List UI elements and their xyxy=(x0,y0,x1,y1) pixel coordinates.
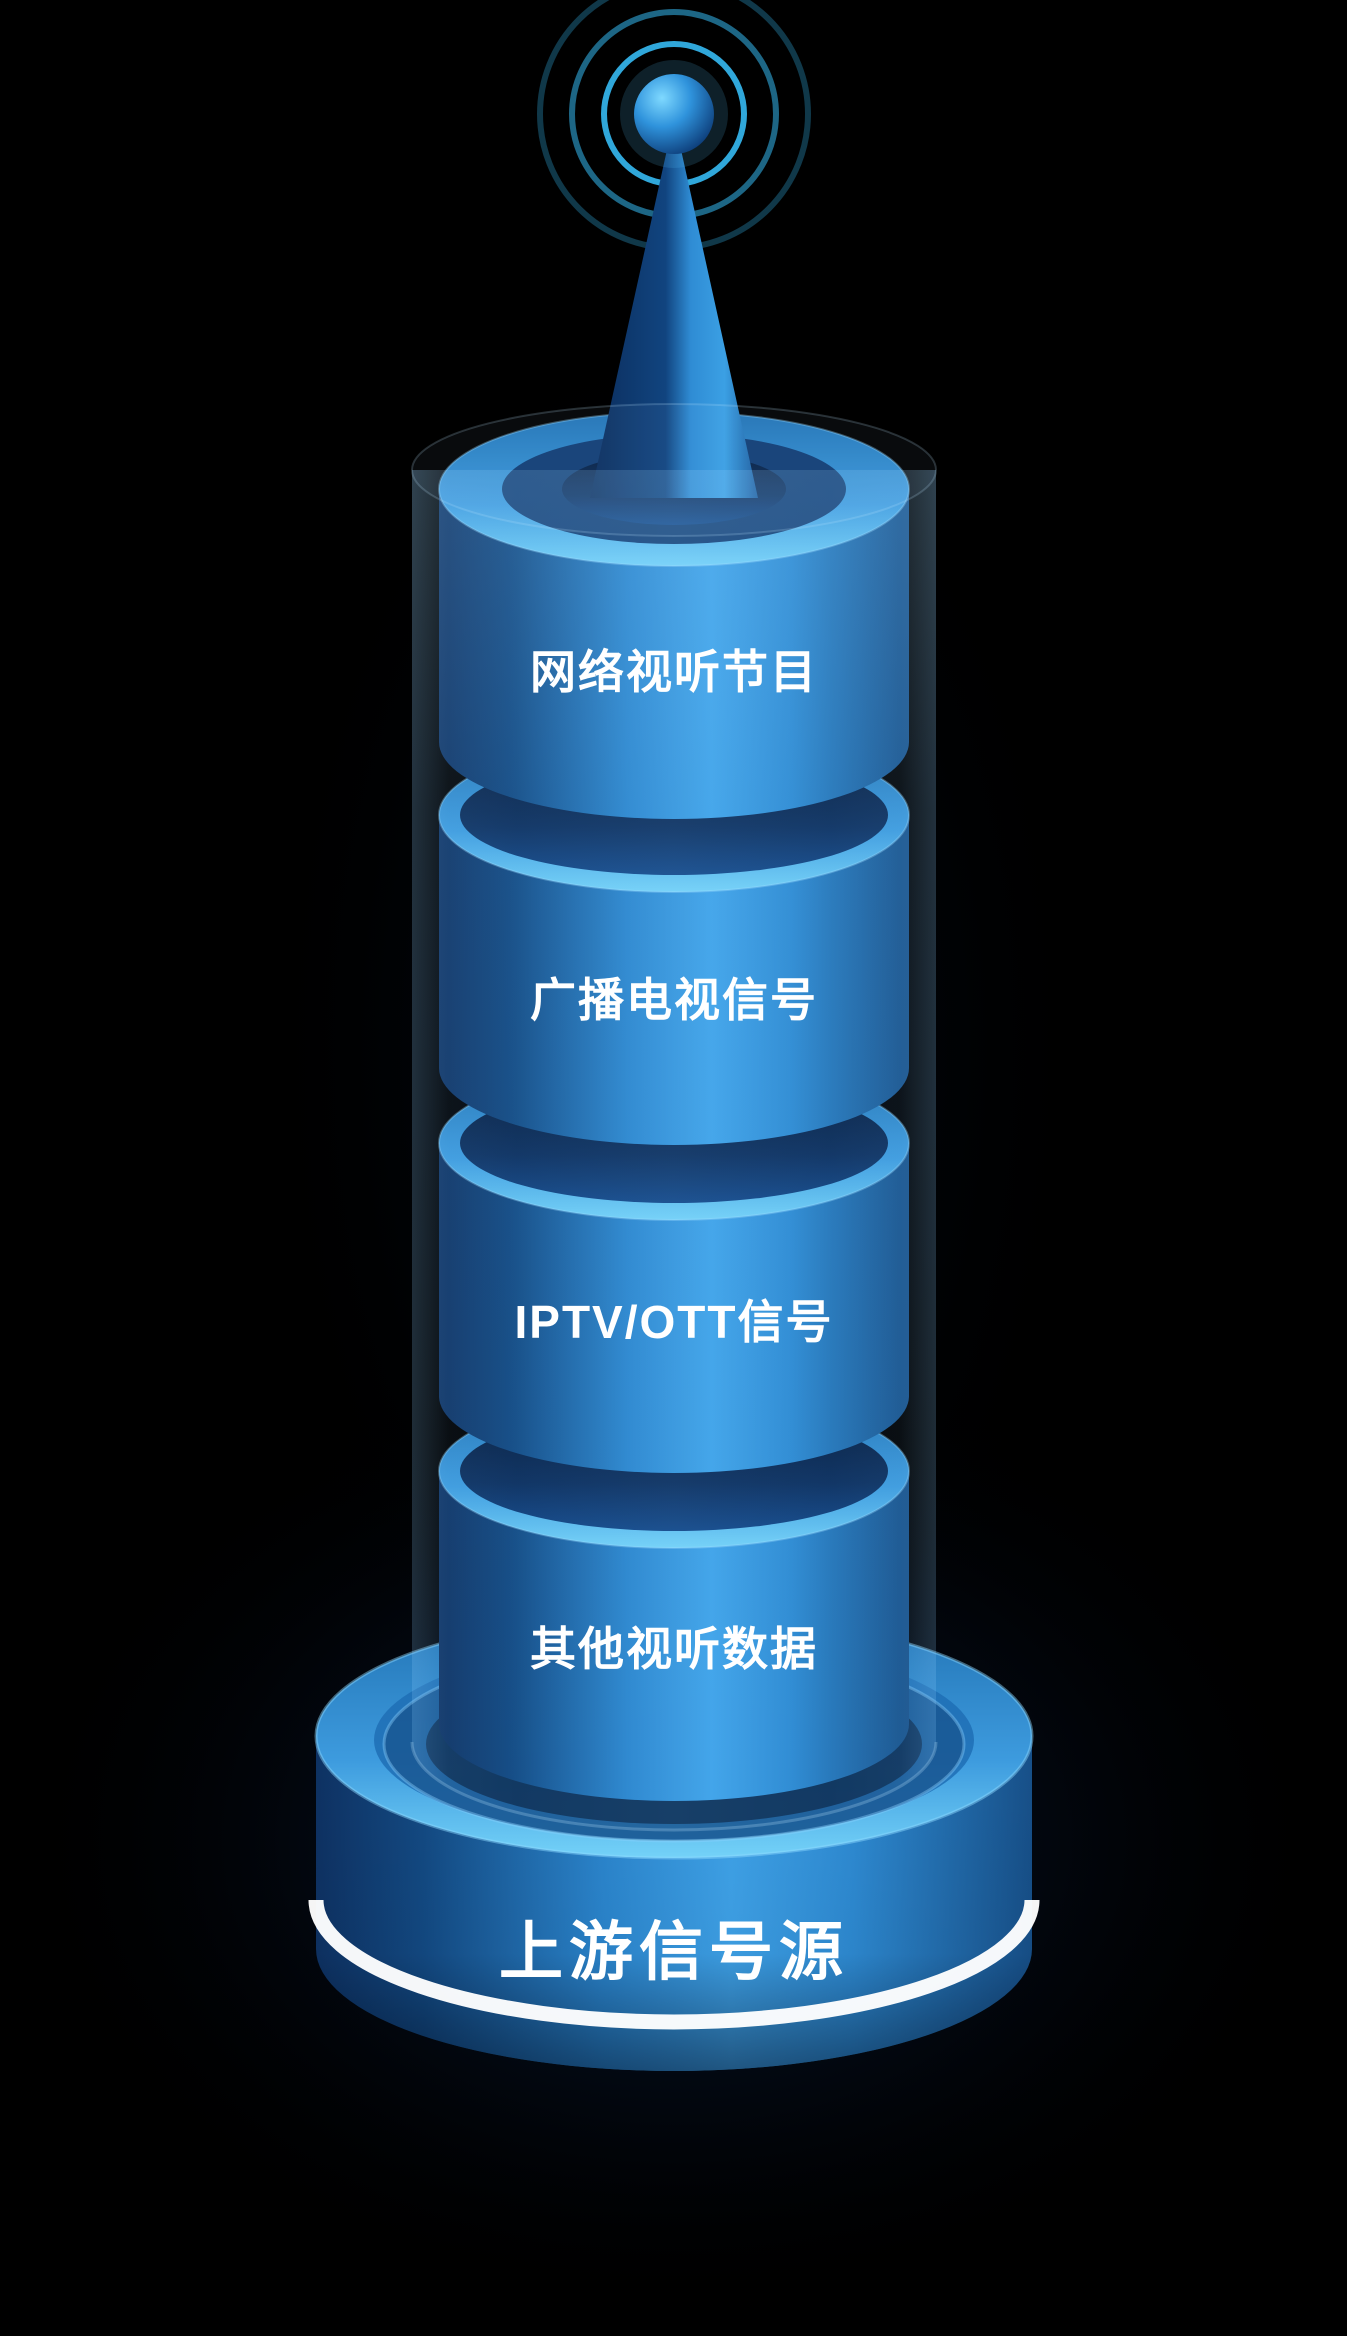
segment-label-iptv-ott: IPTV/OTT信号 xyxy=(515,1296,834,1348)
tube-bottom-rim xyxy=(410,1741,938,1832)
tube-body-sheen xyxy=(412,470,936,1830)
base-stripe xyxy=(308,1899,1040,2030)
antenna-mast xyxy=(590,118,758,498)
antenna-ball xyxy=(634,74,714,154)
glass-tube xyxy=(410,403,938,1832)
segment-label-other-data: 其他视听数据 xyxy=(530,1623,818,1675)
labels: 网络视听节目 广播电视信号 IPTV/OTT信号 其他视听数据 上游信号源 xyxy=(499,646,849,1988)
antenna-icon xyxy=(537,0,811,498)
segment-label-network: 网络视听节目 xyxy=(530,646,818,698)
base-label: 上游信号源 xyxy=(499,1916,849,1988)
tube-top-cap xyxy=(411,403,937,537)
segment-label-broadcast: 广播电视信号 xyxy=(530,974,818,1026)
